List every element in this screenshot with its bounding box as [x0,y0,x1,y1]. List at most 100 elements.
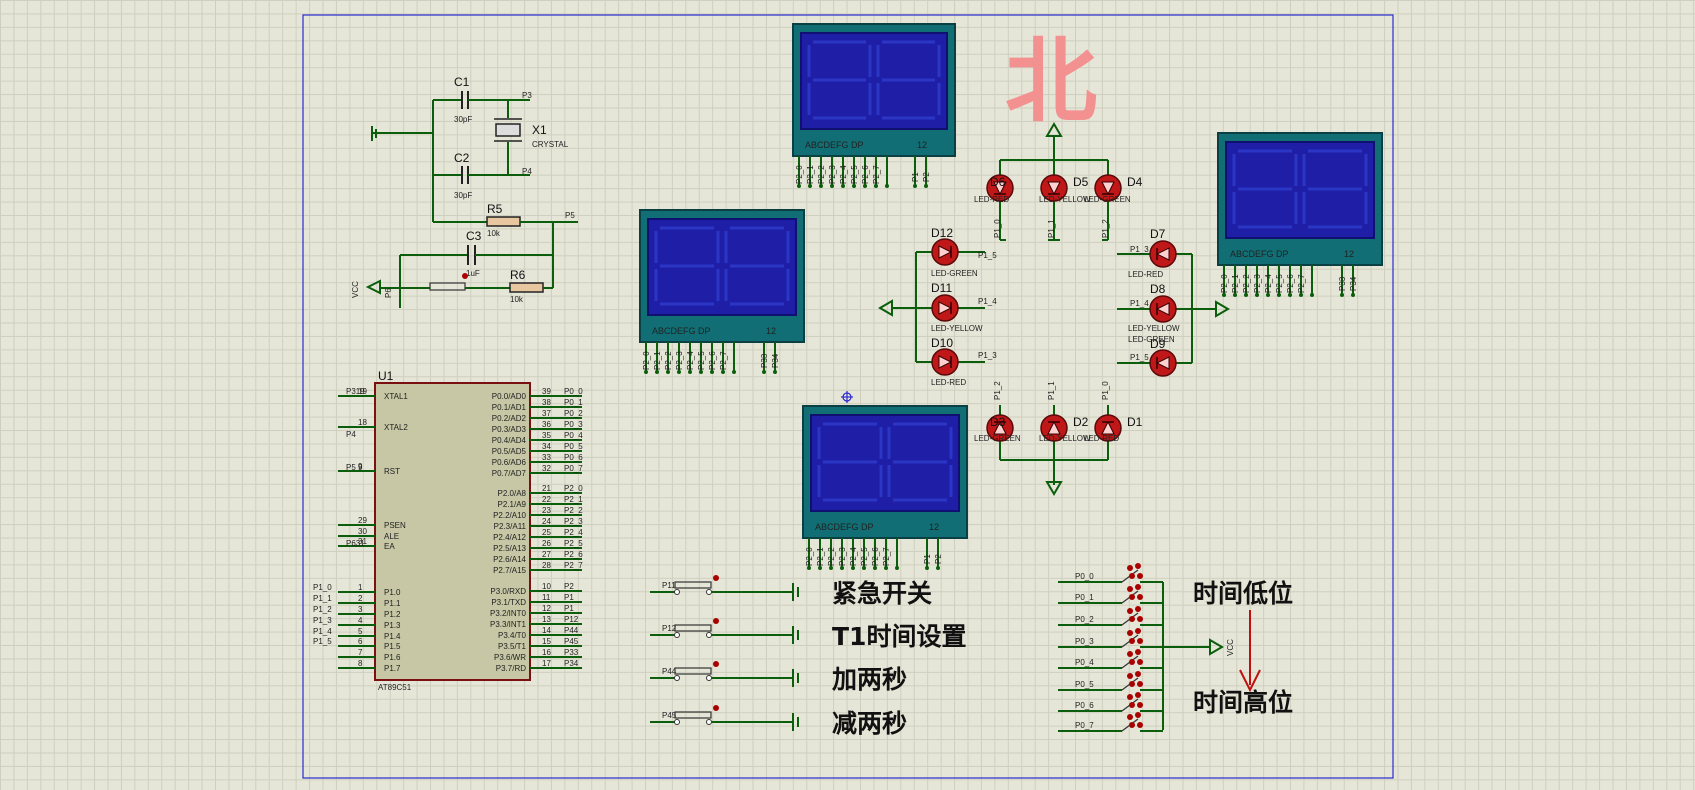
display-pin-net: P2_3 [838,547,847,566]
mcu-pin-net: P2_7 [564,561,583,570]
time-low-label: 时间低位 [1193,579,1293,608]
mcu-pin-num: 32 [542,464,551,473]
led-type: LED-RED [1128,270,1163,279]
dip-switch-0[interactable]: P0_0 [1058,563,1163,583]
mcu-pin-num: 37 [542,409,551,418]
net-p1-0-north: P1_0 [993,219,1002,238]
display-pin-net: P2_7 [872,165,881,184]
mcu-pin-name: P1.7 [384,664,401,673]
dip-switch-2[interactable]: P0_2 [1058,606,1163,626]
dip-switch-6[interactable]: P0_6 [1058,692,1163,712]
led-ref: D7 [1150,227,1166,241]
time-high-label: 时间高位 [1193,688,1293,717]
resistor-r5[interactable] [486,216,521,227]
display-pin-net: P2_0 [642,351,651,370]
mcu-pin-num: 30 [358,527,367,536]
dip-switch-1[interactable]: P0_1 [1058,584,1163,604]
u1-ref: U1 [378,369,394,383]
display-digit-label: 12 [766,326,776,336]
arrow-south-icon [1045,481,1063,496]
button-cap[interactable] [674,581,712,589]
dip-switch-4[interactable]: P0_4 [1058,649,1163,669]
dip-switch-5[interactable]: P0_5 [1058,671,1163,691]
button-cap[interactable] [674,667,712,675]
display-pin-net: P2_1 [653,351,662,370]
net-p319: P319 [346,387,365,396]
mcu-pin-name: ALE [384,532,399,541]
mcu-pin-num: 8 [358,659,363,668]
display-com-net: P33 [1338,276,1347,291]
net-p1-5-west: P1_5 [978,251,997,260]
mcu-pin-name: P3.3/INT1 [490,620,527,629]
mcu-pin-name: P2.5/A13 [493,544,526,553]
display-pin-net: P2_5 [850,165,859,184]
button-cap[interactable] [674,711,712,719]
net-p1-2-south: P1_2 [993,381,1002,400]
button-cap[interactable] [674,624,712,632]
mcu-left-pins: XTAL119XTAL218RST9PSEN29ALE30EA31P1.01P1… [313,387,408,673]
display-pin-net: P2_1 [1231,274,1240,293]
mcu-pin-num: 38 [542,398,551,407]
resistor-r6[interactable] [509,282,544,293]
oscillator-circuit[interactable]: C1 30pF P3 X1 CRYSTAL C2 30pF P4 R5 10k … [351,75,578,308]
net-p3: P3 [522,91,532,100]
dip-net: P0_3 [1075,637,1094,646]
c1-value: 30pF [454,115,472,124]
dip-net: P0_0 [1075,572,1094,581]
mcu-pin-name: P2.0/A8 [498,489,527,498]
mcu-pin-num: 1 [358,583,363,592]
display-com-net: P34 [771,353,780,368]
led-net-labels: P1_5 P1_4 P1_3 P1_3 P1_4 P1_5 P1_0 P1_1 … [978,219,1149,400]
display-pin-net: P2_5 [860,547,869,566]
display-pin-net: P2_4 [686,351,695,370]
r6-ref: R6 [510,268,526,282]
mcu-pin-num: 22 [542,495,551,504]
display-pin-net: P2_7 [882,547,891,566]
mcu-u1[interactable]: U1 AT89C51 XTAL119XTAL218RST9PSEN29ALE30… [313,369,583,692]
mcu-pin-num: 13 [542,615,551,624]
display-pin-net: P2_4 [1264,274,1273,293]
led-type: LED-GREEN [1084,195,1131,204]
led-ref: D6 [990,175,1006,189]
dip-switch-3[interactable]: P0_3 [1058,628,1163,648]
display-seg-label: ABCDEFG DP [1230,249,1289,259]
x1-value: CRYSTAL [532,140,569,149]
sheet-border [302,14,1394,779]
mcu-pin-num: 36 [542,420,551,429]
display-pin-net: P2_0 [805,547,814,566]
dip-switch-7[interactable]: P0_7 [1058,712,1163,732]
reset-button[interactable] [429,282,466,291]
diode-icon [938,245,953,259]
mcu-pin-num: 26 [542,539,551,548]
mcu-pin-num: 12 [542,604,551,613]
mcu-pin-num: 39 [542,387,551,396]
button-net: P11 [662,581,676,590]
mcu-pin-name: RST [384,467,400,476]
mcu-body[interactable] [374,382,531,681]
crystal-x1[interactable] [495,123,521,137]
mcu-pin-name: P3.5/T1 [498,642,527,651]
